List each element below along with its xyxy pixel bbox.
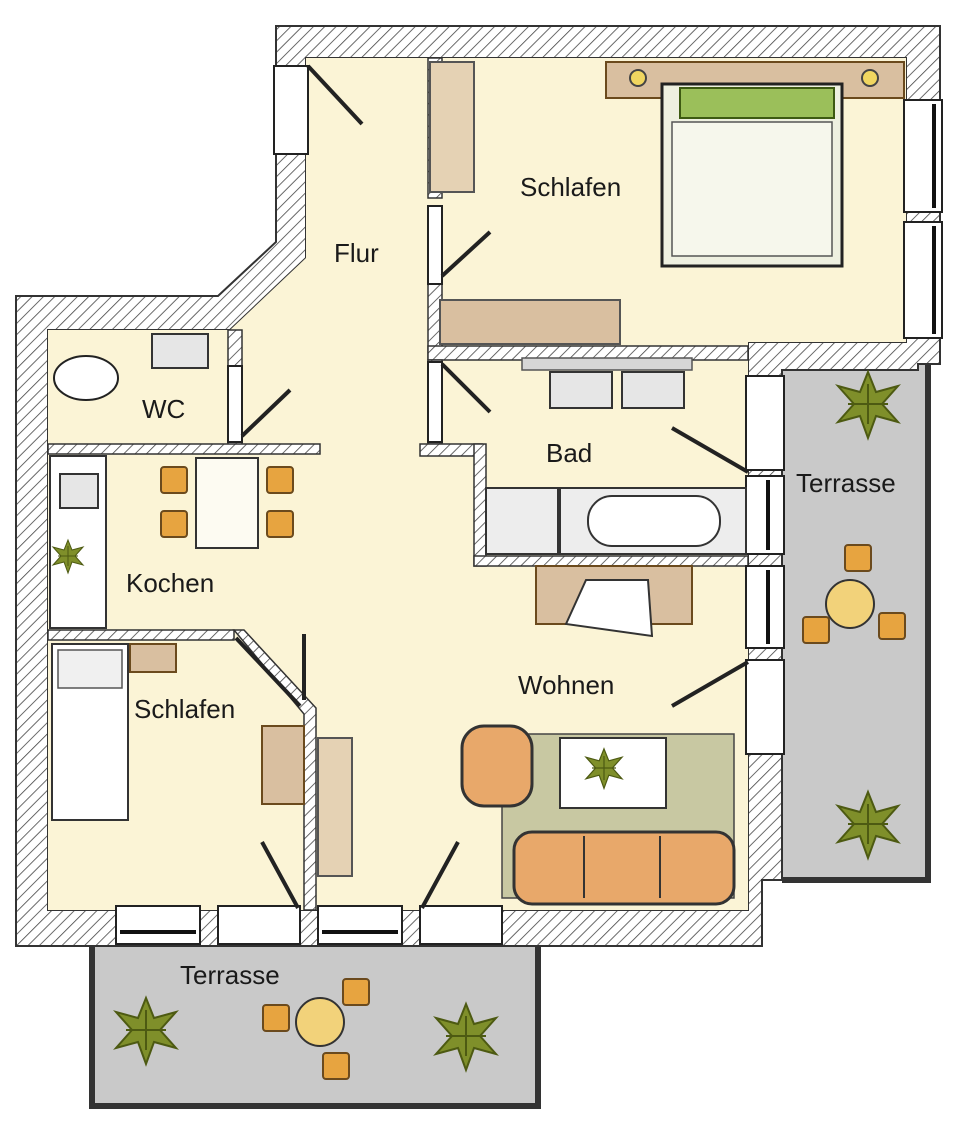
label-kochen: Kochen — [126, 568, 214, 598]
label-terrasse-right: Terrasse — [796, 468, 896, 498]
wc-fixtures — [53, 333, 209, 401]
label-bad: Bad — [546, 438, 592, 468]
label-terrasse-bottom: Terrasse — [180, 960, 280, 990]
bath-fixtures — [485, 357, 747, 555]
doors — [227, 64, 750, 909]
kitchen-fixtures — [49, 455, 294, 629]
wardrobe-bedroom — [439, 299, 621, 345]
bed-single — [51, 643, 305, 821]
wardrobe-hall — [429, 61, 475, 193]
label-wc: WC — [142, 394, 185, 424]
label-schlafen-main: Schlafen — [520, 172, 621, 202]
label-schlafen-small: Schlafen — [134, 694, 235, 724]
bed-double — [605, 61, 905, 268]
terrace-bottom-furniture — [115, 978, 497, 1080]
windows — [115, 65, 943, 945]
label-wohnen: Wohnen — [518, 670, 614, 700]
label-flur: Flur — [334, 238, 379, 268]
living-furniture — [460, 565, 736, 906]
terrace-right-furniture — [802, 371, 906, 859]
hall-shelf — [317, 737, 353, 877]
